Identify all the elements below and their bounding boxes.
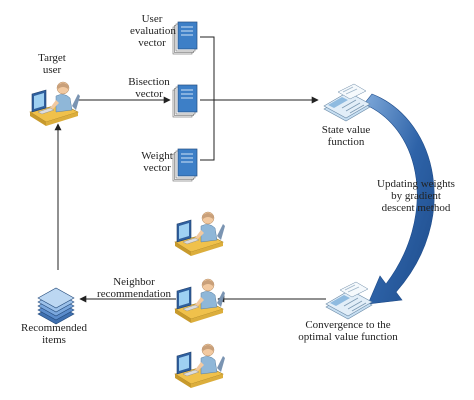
label-target-user: Target user [38, 52, 66, 76]
target-user-icon [29, 81, 81, 127]
neighbor-user-icon-2 [174, 278, 226, 324]
recommended-items-icon [37, 287, 75, 325]
neighbor-user-icon-1 [174, 211, 226, 257]
label-state-value-function: State value function [321, 124, 371, 148]
label-neighbor-recommendation: Neighbor recommendation [97, 276, 171, 300]
bracket-user-eval [200, 36, 215, 100]
label-user-evaluation-vector: User evaluation vector [130, 13, 176, 49]
user-eval-vector-icon [172, 21, 198, 55]
convergence-icon [325, 281, 373, 320]
label-convergence: Convergence to the optimal value functio… [298, 319, 398, 343]
label-weight-vector: Weight vector [141, 150, 173, 174]
label-updating-weights: Updating weights by gradient descent met… [377, 178, 455, 214]
state-value-function-icon [323, 83, 371, 122]
neighbor-user-icon-3 [174, 343, 226, 389]
connector-lines [54, 36, 326, 303]
label-recommended-items: Recommended items [21, 322, 87, 346]
label-bisection-vector: Bisection vector [128, 76, 170, 100]
bracket-weight [200, 100, 215, 161]
